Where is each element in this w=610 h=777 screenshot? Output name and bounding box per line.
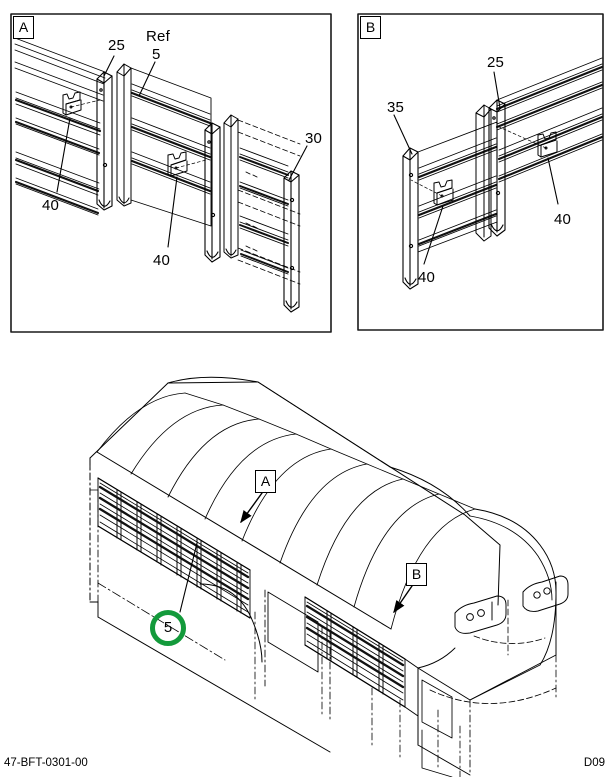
callout-a-ref: Ref	[146, 28, 170, 45]
leader-30-a	[288, 145, 308, 181]
footer-page-code: D09	[583, 757, 605, 769]
leader-view-b	[393, 585, 413, 614]
front-louver-bank	[97, 477, 251, 619]
leader-35-b	[393, 114, 413, 155]
bus-assembly-drawing	[89, 376, 569, 777]
leader-40-b-left	[423, 205, 444, 265]
highlight-item-5-number: 5	[163, 619, 173, 636]
detail-panel-b-border	[357, 13, 604, 331]
leader-40-b-right	[547, 157, 559, 205]
callout-b-40-left: 40	[418, 269, 436, 286]
rear-louver-bank	[304, 596, 406, 708]
view-callout-box-a: A	[255, 470, 276, 493]
detail-panel-b-label: B	[360, 16, 381, 39]
leader-40-a-center	[167, 176, 178, 248]
highlight-circle-item-5	[150, 610, 186, 646]
leader-view-a	[240, 492, 263, 524]
detail-panel-a-label: A	[13, 16, 34, 39]
leader-40-a-left	[56, 117, 71, 193]
callout-a-30: 30	[305, 130, 323, 147]
leader-25-b	[493, 71, 501, 109]
leader-item-5	[179, 542, 198, 613]
callout-a-5: 5	[152, 46, 161, 63]
callout-a-40-left: 40	[42, 197, 60, 214]
view-callout-box-b: B	[406, 563, 427, 586]
callout-b-25: 25	[487, 54, 505, 71]
leader-ref5-a	[138, 61, 156, 97]
callout-b-40-right: 40	[554, 211, 572, 228]
callout-a-25: 25	[108, 37, 126, 54]
leader-25-a	[103, 55, 115, 77]
footer-drawing-number: 47-BFT-0301-00	[4, 757, 88, 769]
callout-b-35: 35	[387, 99, 405, 116]
callout-a-40-center: 40	[153, 252, 171, 269]
